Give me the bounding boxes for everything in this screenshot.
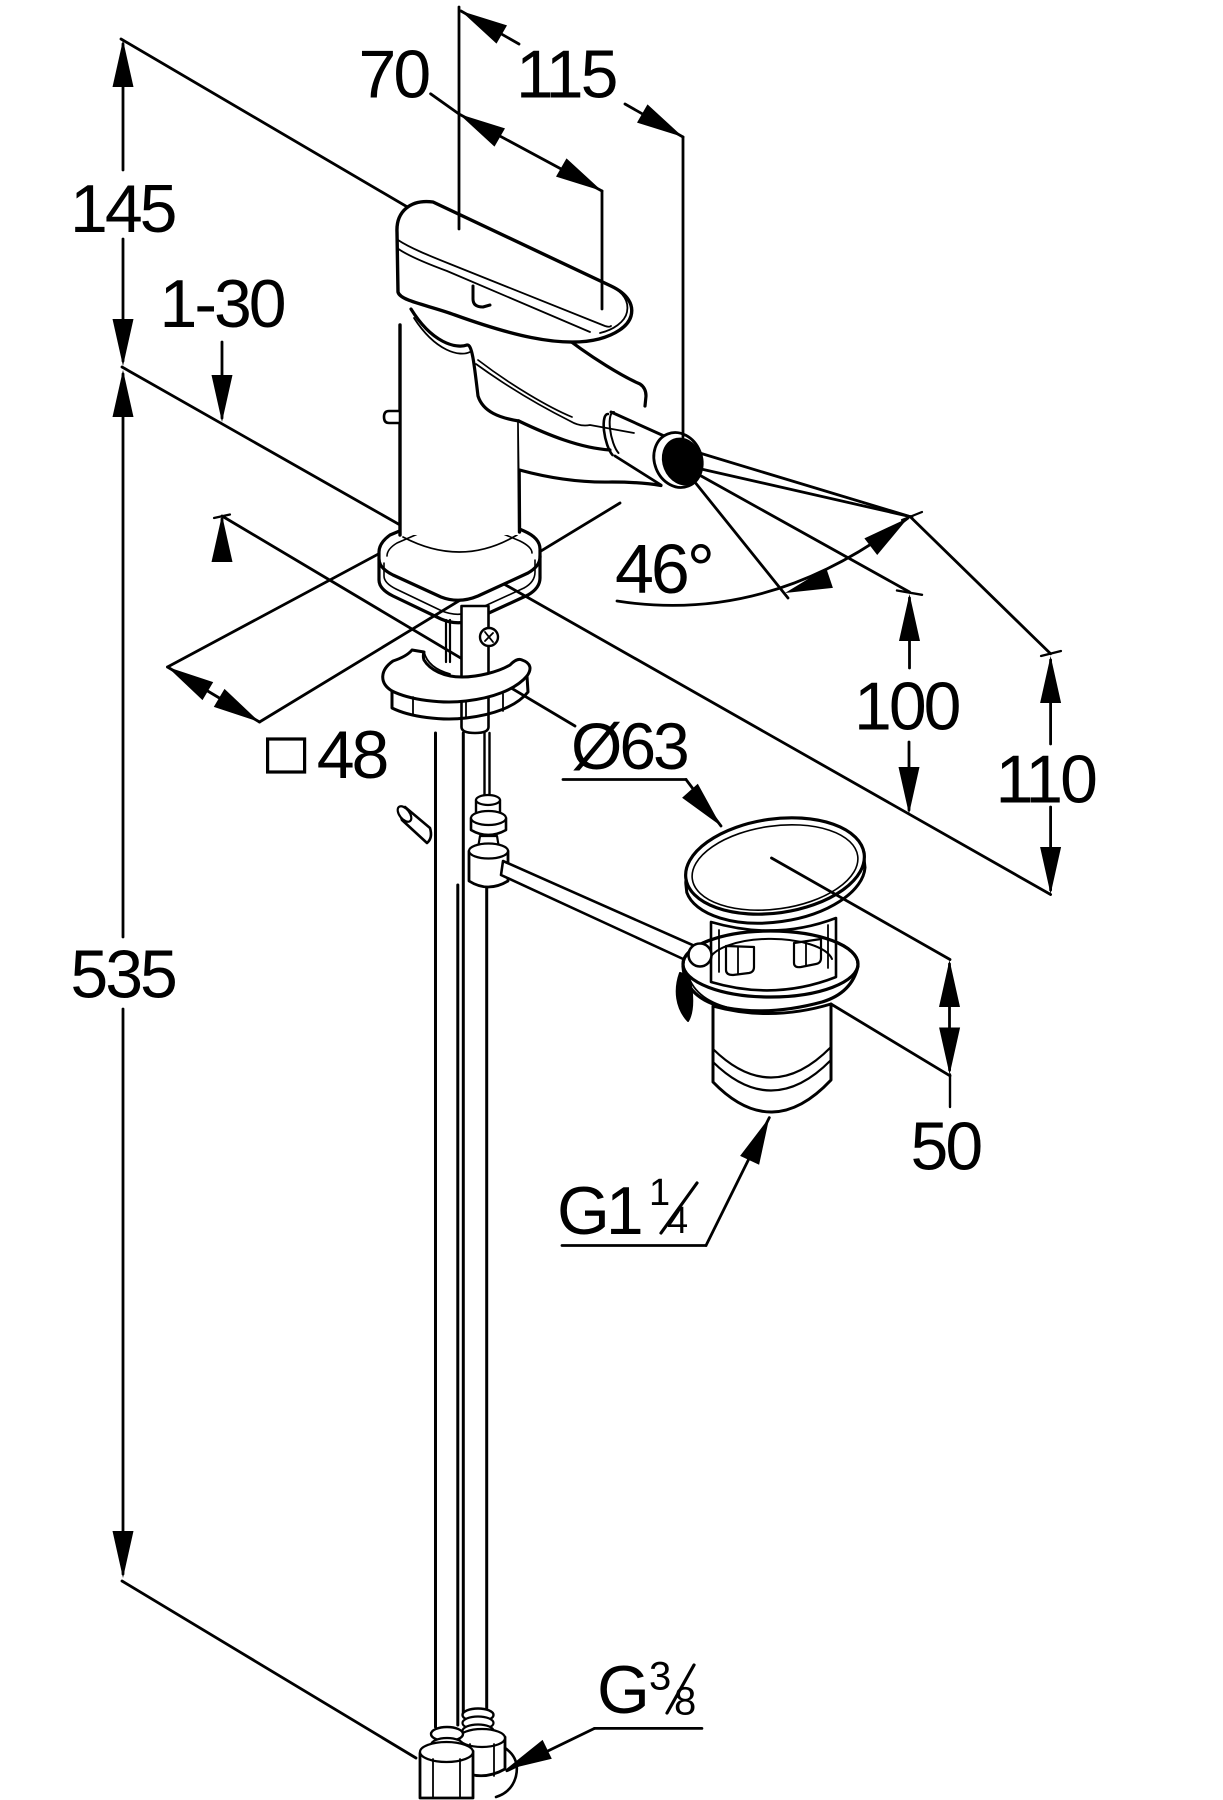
svg-text:100: 100 [854, 668, 960, 744]
svg-text:G1: G1 [557, 1173, 641, 1249]
svg-text:1: 1 [649, 1172, 670, 1214]
svg-text:48: 48 [317, 717, 387, 793]
svg-text:110: 110 [996, 742, 1097, 818]
svg-text:G: G [597, 1652, 647, 1728]
svg-text:8: 8 [674, 1680, 696, 1724]
svg-text:46°: 46° [615, 530, 712, 608]
svg-text:3: 3 [649, 1655, 671, 1699]
svg-text:115: 115 [516, 37, 616, 113]
svg-text:50: 50 [911, 1109, 982, 1185]
svg-text:Ø63: Ø63 [571, 709, 687, 783]
svg-text:1-30: 1-30 [160, 266, 285, 342]
svg-text:535: 535 [70, 937, 175, 1013]
svg-text:4: 4 [667, 1200, 688, 1242]
svg-text:70: 70 [359, 37, 430, 113]
svg-text:145: 145 [70, 171, 175, 247]
